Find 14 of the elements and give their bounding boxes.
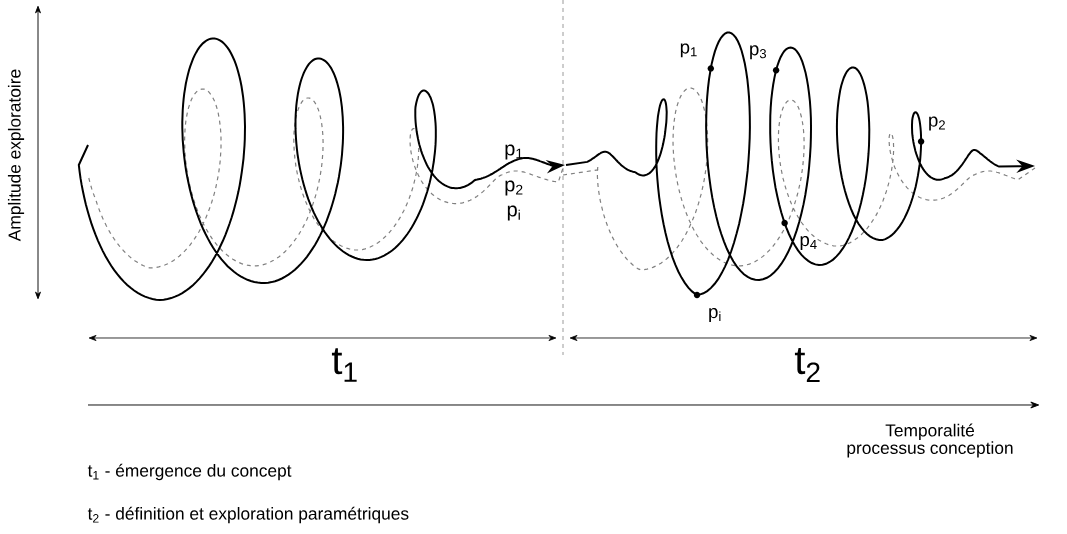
definition-note: t$_{2}$ - définition et exploration paramétriques bbox=[87, 506, 409, 524]
phase-label: t$_{1}$ bbox=[331, 348, 357, 382]
point-label: p$_{2}$ bbox=[505, 180, 523, 196]
point-label: p$_{1}$ bbox=[505, 144, 523, 160]
phase-label: t$_{2}$ bbox=[794, 348, 820, 382]
point-label: p$_{1}$ bbox=[680, 43, 697, 58]
point-label: p$_{4}$ bbox=[800, 236, 817, 250]
definition-note: t$_{1}$ - émergence du concept bbox=[87, 463, 292, 481]
axis-label: Temporalité processus conception bbox=[847, 423, 1013, 458]
point-label: p$_{2}$ bbox=[929, 116, 945, 131]
point-label: p$_{i}$ bbox=[507, 205, 520, 221]
point-label: p$_{i}$ bbox=[709, 308, 721, 322]
point-label: p$_{3}$ bbox=[750, 45, 766, 60]
axis-label: Amplitude exploratoire bbox=[7, 69, 25, 242]
